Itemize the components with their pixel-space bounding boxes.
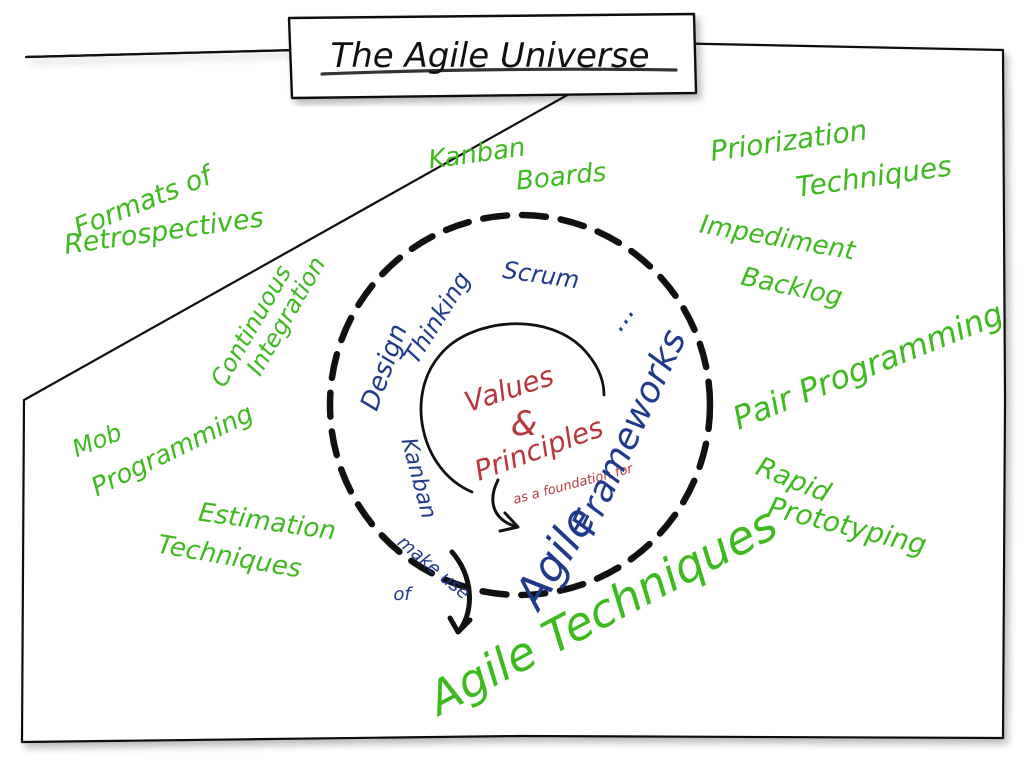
page-title: The Agile Universe [330, 36, 649, 76]
make-use-arrow-head [447, 615, 473, 635]
title-box: The Agile Universe [287, 12, 698, 100]
foundation-arrow [491, 478, 516, 528]
foundation-arrow-head [498, 511, 520, 533]
board-frame-top-left [24, 48, 298, 59]
ampersand-label: & [511, 404, 538, 444]
title-frame [287, 12, 698, 100]
title-underline [320, 67, 678, 76]
foundation-arc [419, 322, 606, 494]
of-label: of [393, 584, 413, 605]
frameworks-circle [326, 211, 714, 599]
